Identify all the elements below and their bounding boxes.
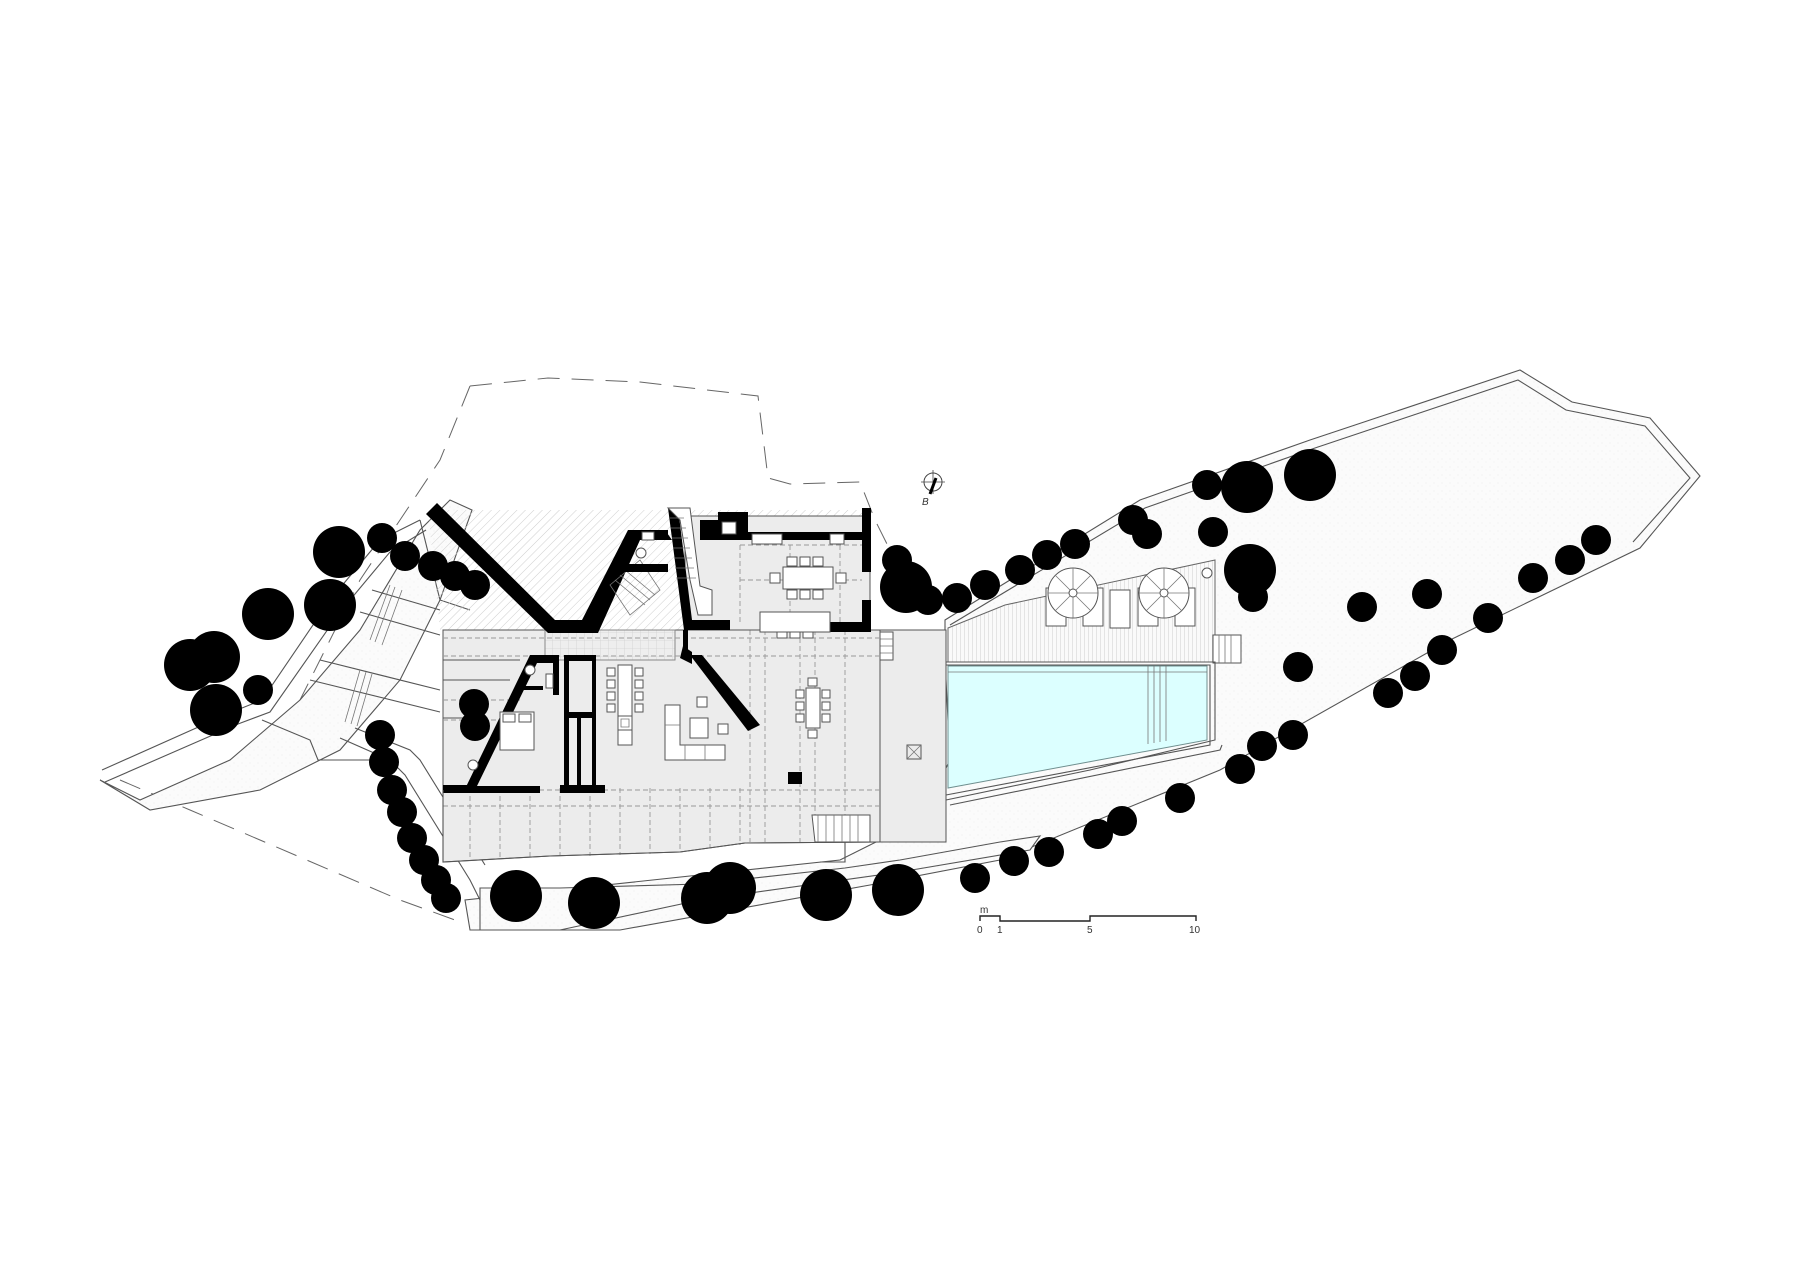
scale-unit: m bbox=[980, 905, 988, 916]
scale-bar: m 0 1 5 10 bbox=[977, 905, 1201, 936]
north-arrow-label: B bbox=[922, 497, 929, 508]
parasol-left bbox=[1045, 567, 1104, 627]
house bbox=[426, 503, 881, 863]
sun-lounger bbox=[1109, 589, 1131, 629]
scale-tick-5: 5 bbox=[1087, 925, 1093, 936]
swimming-pool bbox=[945, 661, 1223, 806]
scale-tick-1: 1 bbox=[997, 925, 1003, 936]
parasol-right bbox=[1137, 567, 1196, 627]
north-arrow bbox=[921, 470, 945, 495]
scale-tick-10: 10 bbox=[1189, 925, 1201, 936]
scale-tick-0: 0 bbox=[977, 925, 983, 936]
